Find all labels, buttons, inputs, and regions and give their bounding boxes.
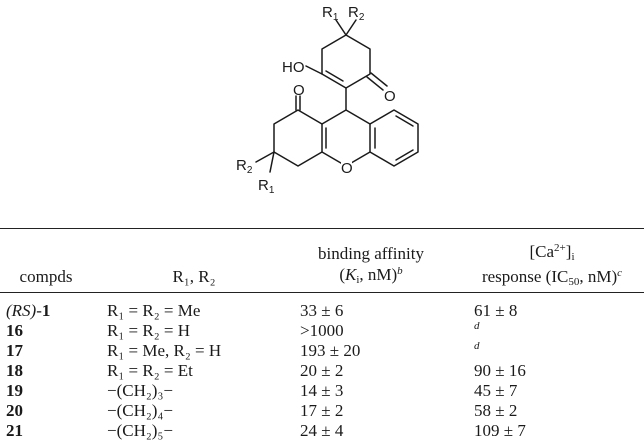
top-carbonyl-bond-2 bbox=[366, 76, 384, 91]
header-ca-line1: [Ca2+]i bbox=[529, 242, 575, 263]
r2-top-bond bbox=[345, 19, 357, 36]
table-header-rule bbox=[0, 292, 644, 293]
row-5-binding: 14 ± 3 bbox=[300, 381, 344, 400]
hydroxyl-bond bbox=[305, 65, 323, 75]
r2-top-label: R2 bbox=[348, 4, 365, 23]
row-6-r-groups: −(CH₂)₄− bbox=[107, 401, 173, 420]
ring-o-label: O bbox=[341, 160, 353, 177]
row-5-compd: 19 bbox=[6, 381, 23, 400]
row-4-r-groups: R₁ = R₂ = Et bbox=[107, 361, 193, 380]
central-ring-bonds bbox=[321, 109, 371, 167]
row-1-compd: (RS)-1 bbox=[6, 301, 51, 320]
header-binding-line2: (Ki, nM)b bbox=[339, 265, 403, 286]
left-ketone-o-label: O bbox=[293, 82, 305, 99]
r1-left-label: R1 bbox=[258, 177, 275, 196]
header-binding-line1: binding affinity bbox=[318, 244, 424, 263]
row-2-r-groups: R₁ = R₂ = H bbox=[107, 321, 190, 340]
row-1-ca: 61 ± 8 bbox=[474, 301, 518, 320]
row-3-compd: 17 bbox=[6, 341, 23, 360]
top-ring-double-bond bbox=[325, 70, 344, 82]
row-2-binding: >1000 bbox=[300, 321, 344, 340]
row-4-binding: 20 ± 2 bbox=[300, 361, 344, 380]
row-1-r-groups: R₁ = R₂ = Me bbox=[107, 301, 201, 320]
benzene-double-bond-1 bbox=[395, 115, 414, 127]
row-7-r-groups: −(CH₂)₅− bbox=[107, 421, 173, 440]
hydroxyl-label: HO bbox=[282, 59, 305, 76]
top-carbonyl-bond bbox=[370, 72, 388, 87]
row-6-ca: 58 ± 2 bbox=[474, 401, 518, 420]
row-7-ca: 109 ± 7 bbox=[474, 421, 526, 440]
left-ring-bonds bbox=[273, 109, 323, 167]
row-6-compd: 20 bbox=[6, 401, 23, 420]
r1-top-label: R1 bbox=[322, 4, 339, 23]
benzene-ring-bonds bbox=[369, 109, 419, 167]
top-ketone-o-label: O bbox=[384, 88, 396, 105]
row-5-ca: 45 ± 7 bbox=[474, 381, 518, 400]
row-2-compd: 16 bbox=[6, 321, 23, 340]
row-2-ca-footnote: d bbox=[474, 320, 480, 332]
r1-top-bond bbox=[335, 19, 347, 36]
row-4-ca: 90 ± 16 bbox=[474, 361, 526, 380]
chemical-structure: R1 R2 HO O O O R2 R1 bbox=[236, 4, 419, 196]
row-3-r-groups: R₁ = Me, R₂ = H bbox=[107, 341, 222, 360]
r2-left-label: R2 bbox=[236, 157, 253, 176]
row-3-binding: 193 ± 20 bbox=[300, 341, 361, 360]
row-7-compd: 21 bbox=[6, 421, 23, 440]
row-7-binding: 24 ± 4 bbox=[300, 421, 344, 440]
r1-bond bbox=[269, 151, 275, 173]
r2-bond bbox=[255, 151, 275, 163]
header-ca-line2: response (IC50, nM)c bbox=[481, 267, 623, 288]
benzene-double-bond-2 bbox=[395, 149, 414, 161]
row-6-binding: 17 ± 2 bbox=[300, 401, 344, 420]
header-r-groups: R₁, R₂ bbox=[172, 267, 216, 286]
header-compds: compds bbox=[19, 267, 73, 286]
row-4-compd: 18 bbox=[6, 361, 23, 380]
row-1-binding: 33 ± 6 bbox=[300, 301, 344, 320]
row-5-r-groups: −(CH₂)₃− bbox=[107, 381, 173, 400]
row-3-ca-footnote: d bbox=[474, 340, 480, 352]
top-ring-bonds bbox=[321, 34, 371, 89]
table-top-rule bbox=[0, 228, 644, 229]
